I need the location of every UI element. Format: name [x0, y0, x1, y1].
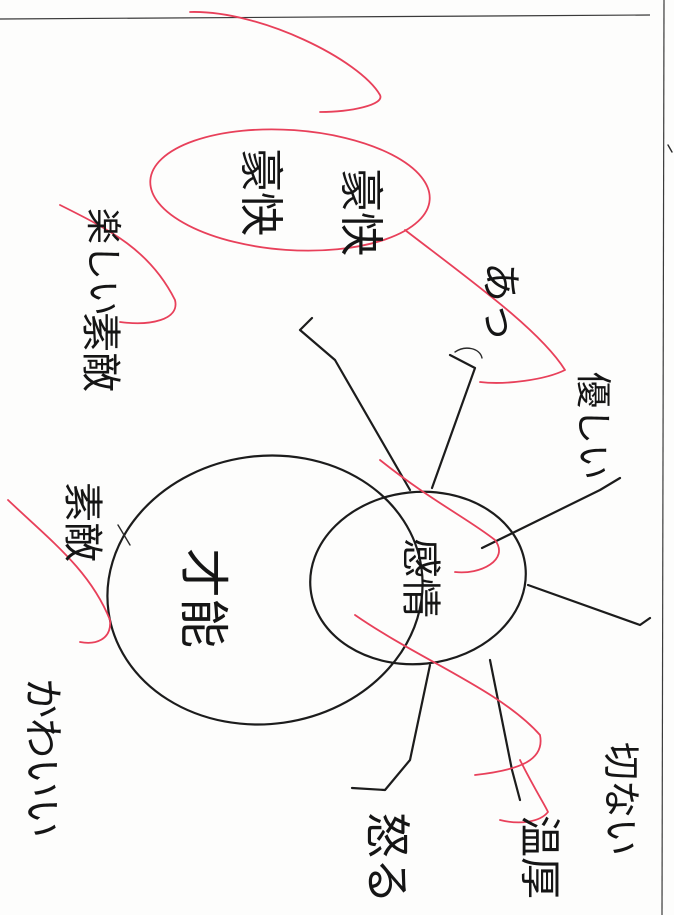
branch-line-bottom-left [352, 665, 430, 790]
red-stroke-bottom [355, 615, 541, 775]
branch-label-bottom-left: 怒る [364, 812, 410, 904]
scribble-hook-1 [455, 348, 482, 358]
top-edge-line [0, 15, 650, 19]
branch-line-bottom-right [490, 660, 520, 800]
scribble-hook-2 [668, 145, 672, 152]
branch-label-left-upper: 素敵 [62, 482, 102, 562]
branch-line-top-left [300, 318, 410, 490]
red-stroke-top [190, 12, 380, 112]
center-node-label: 感情 [400, 538, 440, 618]
branch-label-bottom-right: 温厚 [518, 815, 560, 899]
top-red-oval [146, 120, 434, 259]
branch-label-top-left-bottom: 素敵 [80, 312, 120, 392]
branch-line-top [432, 355, 475, 488]
right-edge-line [662, 0, 664, 915]
outer-circle-node-label: 才能 [178, 548, 228, 648]
branch-label-top-oval-left: 豪快 [238, 148, 282, 236]
branch-label-top-left-top: 楽しい [84, 208, 120, 316]
branch-label-right-upper: 優しい [574, 372, 610, 480]
branch-label-left-lower: かわいい [22, 678, 62, 838]
talent-circle [90, 435, 440, 744]
branch-label-bottom-far-right: 切ない [602, 742, 640, 856]
branch-label-top-oval-right: 豪快 [338, 168, 382, 256]
branch-label-mid-right: あっ [480, 262, 520, 342]
branch-line-right-upper [482, 478, 620, 548]
branch-line-right [528, 585, 650, 625]
